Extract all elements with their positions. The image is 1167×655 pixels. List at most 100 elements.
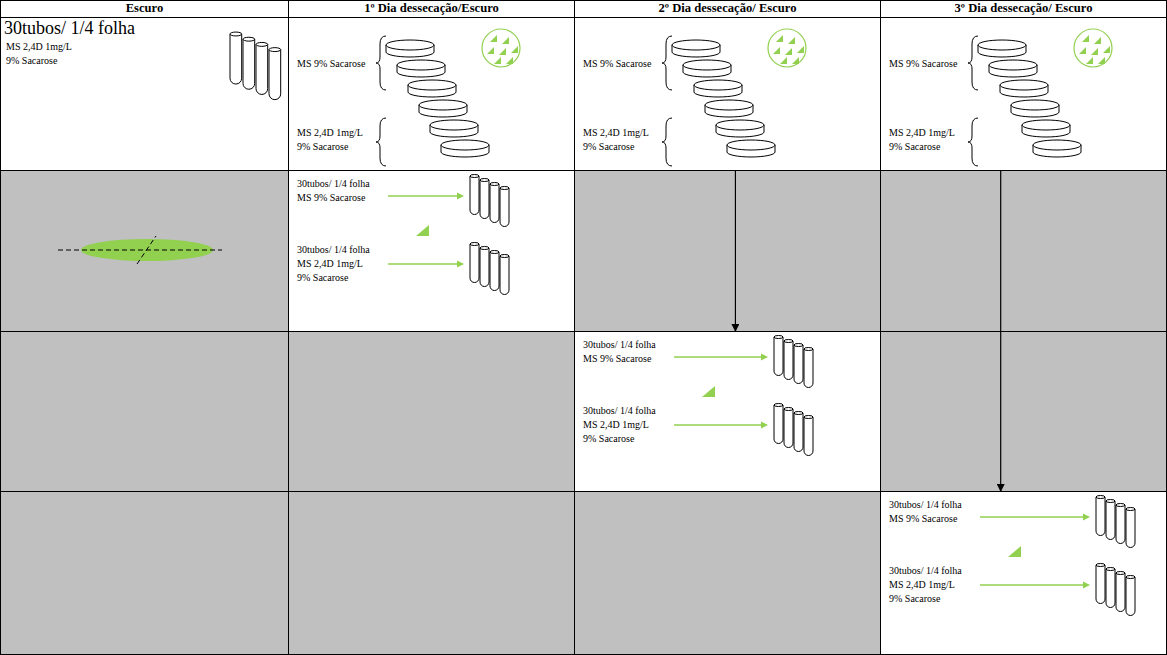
test-tubes <box>774 404 813 456</box>
test-tube <box>804 416 813 456</box>
tube-body <box>470 176 479 215</box>
transfer-arrow <box>735 170 736 332</box>
tube-body <box>230 34 242 84</box>
test-tube <box>269 48 281 100</box>
test-tube <box>230 32 242 84</box>
transfer-arrow-head <box>457 193 464 200</box>
tube-rim <box>804 416 813 419</box>
tube-body <box>243 39 255 89</box>
tube-body <box>774 337 783 376</box>
tube-rim <box>1106 500 1115 503</box>
table-cell-ground <box>1 332 289 492</box>
tube-rim <box>490 183 499 186</box>
curly-brace <box>662 118 672 166</box>
cell-text: 30tubos/ 1/4 folha MS 9% Sacarose <box>889 498 965 526</box>
tube-body <box>794 413 803 452</box>
dish-top <box>1033 140 1081 150</box>
transfer-arrow-head <box>1083 514 1090 521</box>
dish-top <box>672 40 720 50</box>
tube-rim <box>774 404 783 407</box>
test-tube <box>1106 500 1115 540</box>
tube-body <box>470 244 479 283</box>
test-tubes <box>1096 564 1135 616</box>
tube-rim <box>269 48 281 52</box>
table-cell-ground <box>881 18 1167 171</box>
petri-dish <box>441 140 489 157</box>
cell-text: MS 9% Sacarose <box>297 57 373 71</box>
tube-rim <box>1096 564 1105 567</box>
leaf-piece <box>506 57 513 64</box>
petri-dish <box>716 120 764 137</box>
test-tube <box>784 340 793 380</box>
tube-body <box>794 345 803 384</box>
tube-body <box>490 184 499 223</box>
test-tube <box>480 247 489 287</box>
tube-rim <box>794 412 803 415</box>
leaf-piece <box>1103 46 1110 53</box>
table-cell-ground <box>289 492 575 655</box>
test-tubes <box>470 175 509 227</box>
table-cell-ground <box>881 492 1167 655</box>
curly-brace <box>376 36 386 90</box>
tube-rim <box>774 336 783 339</box>
test-tube <box>794 412 803 452</box>
test-tube <box>804 348 813 388</box>
table-cell-ground <box>881 1 1167 18</box>
test-tube <box>500 255 509 295</box>
leaf-piece <box>792 57 799 64</box>
tube-rim <box>804 348 813 351</box>
tube-rim <box>794 344 803 347</box>
table-cell-ground <box>881 332 1167 492</box>
tube-rim <box>1126 576 1135 579</box>
table-cell-ground <box>575 1 881 18</box>
test-tube <box>1096 496 1105 536</box>
dish-top <box>430 120 478 130</box>
test-tube <box>256 42 268 94</box>
dish-top <box>1022 120 1070 130</box>
tube-rim <box>1096 496 1105 499</box>
transfer-arrow-line <box>980 516 1084 517</box>
column-header: Escuro <box>1 1 288 17</box>
petri-dish <box>408 80 456 97</box>
leaf-piece <box>788 37 795 44</box>
dish-top <box>397 60 445 70</box>
tube-rim <box>1116 572 1125 575</box>
tube-body <box>1116 505 1125 544</box>
header-text: 3º Dia dessecação/ Escuro <box>881 0 1166 17</box>
tube-body <box>480 248 489 287</box>
petri-dish <box>978 40 1026 57</box>
dish-top <box>1011 100 1059 110</box>
dish-top <box>683 60 731 70</box>
cell-text: 30tubos/ 1/4 folha MS 9% Sacarose <box>583 338 659 366</box>
leaf-piece <box>502 37 509 44</box>
leaf-piece-symbol <box>1008 546 1021 557</box>
test-tubes <box>230 32 281 100</box>
table-cell-ground <box>289 171 575 332</box>
test-tubes <box>774 336 813 388</box>
petri-dish <box>1011 100 1059 117</box>
dish-top <box>419 100 467 110</box>
table-cell: 30tubos/ 1/4 folha MS 9% Sacarose30tubos… <box>289 171 574 331</box>
tube-body <box>804 349 813 388</box>
tube-body <box>1126 509 1135 548</box>
table-cell: 30tubos/ 1/4 folhaMS 2,4D 1mg/L 9% Sacar… <box>1 18 288 170</box>
tube-rim <box>470 175 479 178</box>
leaf-piece <box>797 46 804 53</box>
tube-body <box>1126 577 1135 616</box>
tube-body <box>480 180 489 219</box>
cell-text: MS 2,4D 1mg/L 9% Sacarose <box>6 40 82 68</box>
leaf-plate <box>1074 29 1112 67</box>
column-header: 2º Dia dessecação/ Escuro <box>575 1 880 17</box>
tube-body <box>1106 501 1115 540</box>
tube-rim <box>490 251 499 254</box>
tube-body <box>269 50 281 100</box>
test-tube <box>490 251 499 291</box>
leaf-piece <box>511 46 518 53</box>
curly-brace <box>968 36 978 90</box>
cut-line <box>58 250 222 251</box>
test-tube <box>480 179 489 219</box>
dish-top <box>978 40 1026 50</box>
table-cell-ground <box>575 332 881 492</box>
tube-body <box>500 256 509 295</box>
